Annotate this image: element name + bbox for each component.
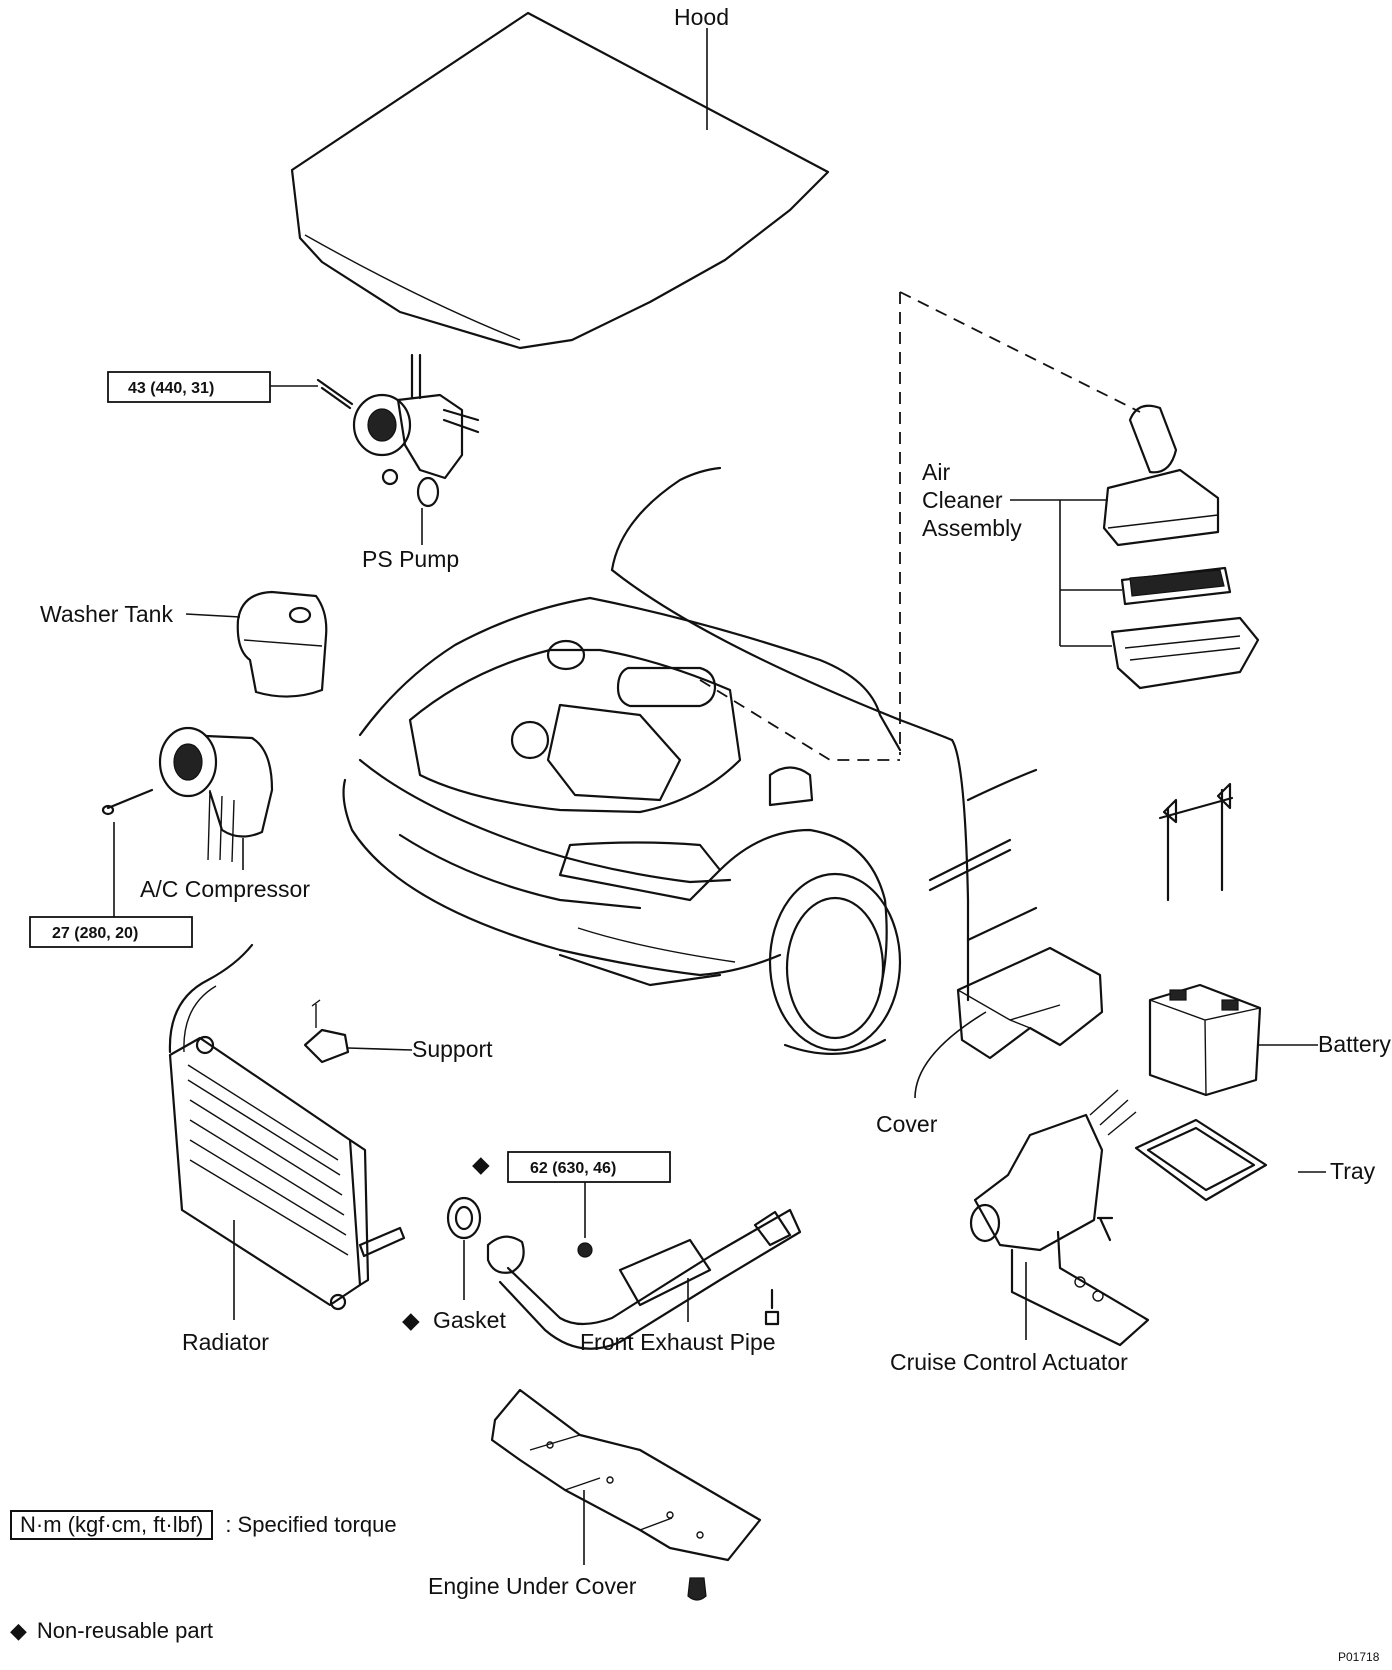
air-cleaner-part	[1102, 404, 1260, 690]
ac-compressor-label: A/C Compressor	[140, 876, 310, 902]
cruise-control-actuator-part	[969, 1089, 1150, 1347]
air-cleaner-label-line2: Cleaner	[922, 487, 1003, 513]
gasket-label: Gasket	[433, 1307, 506, 1333]
clip-icon	[687, 1577, 707, 1601]
battery-label: Battery	[1318, 1031, 1391, 1057]
washer-tank-label: Washer Tank	[40, 601, 173, 627]
support-part	[303, 999, 350, 1064]
legend-nonreusable-symbol: ◆	[10, 1618, 27, 1644]
front-exhaust-pipe-part	[486, 1208, 802, 1350]
battery-clamp-part	[1158, 782, 1234, 902]
ac-compressor-torque-box	[29, 916, 193, 948]
gasket-part	[446, 1196, 482, 1240]
air-cleaner-label-line1: Air	[922, 459, 950, 485]
washer-tank-part	[236, 590, 328, 698]
exhaust-nonreusable-symbol: ◆	[472, 1151, 490, 1177]
tray-part	[1134, 1118, 1268, 1202]
tray-label: Tray	[1330, 1158, 1376, 1184]
figure-code: P01718	[1338, 1650, 1380, 1664]
radiator-part	[168, 943, 406, 1311]
gasket-nonreusable-symbol: ◆	[402, 1307, 420, 1333]
battery-part	[1148, 983, 1262, 1097]
legend-nonreusable-desc: Non-reusable part	[36, 1618, 214, 1643]
ps-pump-torque-box	[107, 371, 271, 403]
ac-compressor-part	[101, 726, 274, 863]
ps-pump-part	[107, 353, 480, 508]
hood-part	[290, 11, 830, 350]
engine-under-cover-part	[490, 1388, 762, 1562]
hood-label: Hood	[674, 4, 729, 30]
legend-nonreusable-row: ◆ Non-reusable part	[10, 1616, 213, 1646]
support-label: Support	[412, 1036, 493, 1062]
legend-torque-box: N·m (kgf·cm, ft·lbf)	[10, 1510, 214, 1540]
legend-torque-row: N·m (kgf·cm, ft·lbf) : Specified torque	[10, 1510, 397, 1540]
front-exhaust-pipe-label: Front Exhaust Pipe	[580, 1329, 776, 1355]
legend-torque-desc: : Specified torque	[225, 1512, 397, 1537]
exhaust-torque-box	[507, 1151, 671, 1183]
engine-under-cover-label: Engine Under Cover	[428, 1573, 637, 1599]
ps-pump-torque-text: 43 (440, 31)	[128, 380, 214, 397]
cover-label: Cover	[876, 1111, 938, 1137]
cruise-control-actuator-label: Cruise Control Actuator	[890, 1349, 1128, 1375]
air-cleaner-label-line3: Assembly	[922, 515, 1022, 541]
ps-pump-label: PS Pump	[362, 546, 459, 572]
car-body	[342, 466, 1038, 1055]
ac-compressor-torque-text: 27 (280, 20)	[52, 925, 138, 942]
cover-part	[956, 946, 1104, 1060]
radiator-label: Radiator	[182, 1329, 269, 1355]
exhaust-torque-text: 62 (630, 46)	[530, 1160, 616, 1177]
